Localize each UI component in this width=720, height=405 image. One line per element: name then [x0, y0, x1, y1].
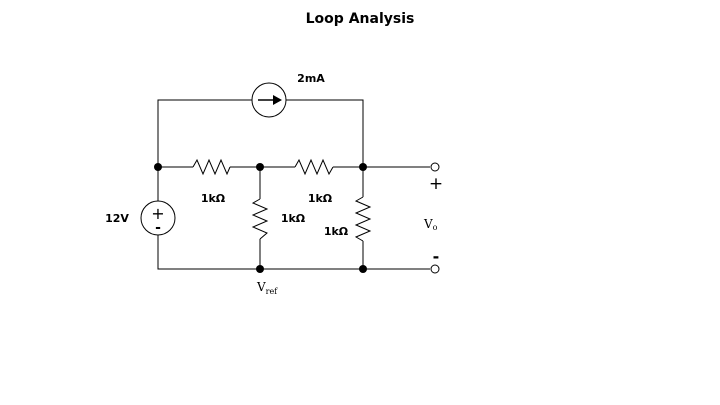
current-source-label: 2mA — [297, 72, 325, 85]
resistor-middle-vertical — [251, 198, 269, 240]
reference-node-subscript: ref — [266, 287, 279, 296]
resistor-top-left — [192, 158, 231, 176]
resistor-top-right-label: 1kΩ — [308, 192, 333, 205]
output-voltage-subscript: o — [433, 223, 438, 232]
circuit-nodes — [154, 162, 440, 274]
output-minus: - — [433, 247, 440, 266]
output-terminal-bottom — [430, 264, 440, 274]
node-bottom-right — [359, 265, 367, 273]
node-bottom-middle — [256, 265, 264, 273]
circuit-wires — [157, 99, 430, 270]
page-title: Loop Analysis — [306, 11, 415, 27]
reference-node-main: V — [256, 280, 266, 294]
voltage-source-label: 12V — [105, 212, 129, 225]
reference-node-label: Vref — [256, 280, 278, 296]
resistor-right-vertical — [354, 196, 372, 242]
node-top-left — [154, 163, 162, 171]
resistor-top-right — [294, 158, 334, 176]
node-top-middle — [256, 163, 264, 171]
resistor-middle-vertical-label: 1kΩ — [281, 212, 306, 225]
voltage-source-plus: + — [151, 204, 164, 223]
output-terminal-top — [430, 162, 440, 172]
voltage-source-icon: + - — [140, 200, 176, 236]
resistor-top-left-label: 1kΩ — [201, 192, 226, 205]
output-voltage-main: V — [423, 217, 433, 231]
current-source-icon — [251, 82, 287, 118]
voltage-source-minus: - — [155, 220, 161, 236]
node-top-right — [359, 163, 367, 171]
output-plus: + — [429, 174, 443, 194]
resistor-right-vertical-label: 1kΩ — [324, 225, 349, 238]
output-voltage-label: Vo — [423, 217, 438, 232]
